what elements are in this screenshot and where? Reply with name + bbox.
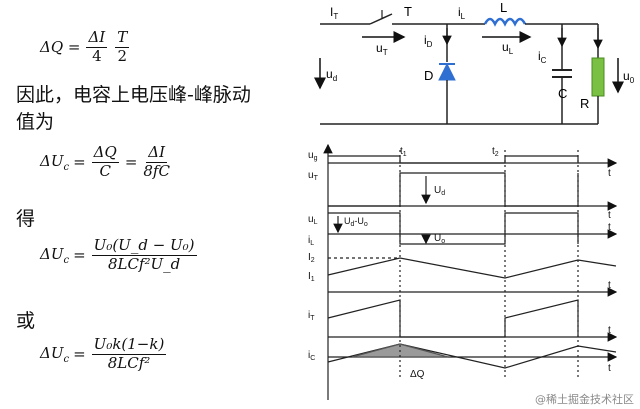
label-d: D	[424, 68, 433, 83]
formula-delta-uc-2: ΔUc = U₀(U_d − U₀) 8LCf²U_d	[40, 236, 199, 273]
label-u0: u0	[623, 69, 635, 85]
label-t-axis: t	[608, 325, 611, 336]
label-ud: ud	[326, 67, 337, 83]
fraction: U₀k(1−k) 8LCf²	[91, 335, 167, 372]
label-i1: I1	[308, 271, 315, 283]
switch-blade	[369, 13, 393, 25]
fraction-numerator: ΔI	[146, 143, 168, 163]
il-wave	[327, 257, 617, 279]
label-ul: uL	[502, 40, 514, 56]
waveform-labels: ug uT uL iL I2 I1 iT iC t1 t2 t t t t t …	[308, 146, 611, 380]
formula-panel: ΔQ = ΔI 4 T 2 因此，电容上电压峰-峰脉动 值为 ΔUc = ΔQ …	[0, 0, 300, 409]
equals-sign: =	[73, 345, 86, 364]
text-line: 值为	[16, 111, 55, 133]
equals-sign: =	[73, 153, 86, 172]
it-wave	[327, 299, 579, 338]
equals-sign: =	[73, 246, 86, 265]
fraction: U₀(U_d − U₀) 8LCf²U_d	[91, 236, 197, 273]
label-ic: iC	[538, 49, 547, 65]
label-c: C	[558, 86, 567, 101]
label-il: iL	[458, 5, 466, 21]
label-ut: uT	[308, 170, 319, 182]
formula-delta-q: ΔQ = ΔI 4 T 2	[40, 28, 131, 65]
label-ul: uL	[308, 214, 318, 226]
text-line: 因此，电容上电压峰-峰脉动	[16, 84, 251, 106]
fraction: T 2	[115, 28, 130, 65]
label-it: IT	[330, 5, 338, 21]
label-i2: I2	[308, 252, 315, 264]
text-line: 得	[16, 208, 36, 230]
fraction-numerator: ΔQ	[91, 143, 119, 163]
fraction-denominator: 2	[117, 46, 128, 65]
formula-delta-uc-3: ΔUc = U₀k(1−k) 8LCf²	[40, 335, 168, 372]
fraction: ΔI 8fC	[143, 143, 170, 180]
label-ud-dim: Ud	[434, 185, 445, 197]
fraction-numerator: U₀k(1−k)	[91, 335, 167, 355]
circuit-and-waveforms: IT T iL L uT uL iD D iC C R ud u0	[308, 0, 635, 400]
fraction-numerator: U₀(U_d − U₀)	[91, 236, 197, 256]
circuit: IT T iL L uT uL iD D iC C R ud u0	[314, 0, 635, 125]
label-ut: uT	[376, 41, 388, 57]
label-t-axis: t	[608, 280, 611, 291]
label-delta-q: ΔQ	[410, 369, 425, 380]
fraction-denominator: 4	[92, 46, 102, 65]
ut-wave	[328, 172, 579, 207]
label-it: iT	[308, 310, 315, 322]
label-t2: t2	[492, 146, 499, 158]
label-t1: t1	[400, 146, 407, 158]
formula-delta-uc-1: ΔUc = ΔQ C = ΔI 8fC	[40, 143, 172, 180]
fraction-denominator: 8LCf²U_d	[107, 254, 181, 273]
label-ic: iC	[308, 350, 315, 362]
label-t-axis: t	[608, 363, 611, 374]
fraction-numerator: T	[115, 28, 130, 48]
label-r: R	[580, 96, 589, 111]
fraction-denominator: C	[99, 161, 111, 180]
label-t-axis: t	[608, 210, 611, 221]
formula-lhs: ΔQ =	[40, 38, 81, 57]
formula-lhs: ΔUc	[40, 244, 70, 266]
label-l: L	[500, 0, 507, 15]
diode	[438, 62, 456, 81]
label-t-axis: t	[608, 222, 611, 233]
watermark: @稀土掘金技术社区	[535, 393, 634, 406]
label-t-axis: t	[608, 168, 611, 179]
inductor	[483, 17, 527, 27]
label-t: T	[404, 4, 412, 19]
diagram-panel: IT T iL L uT uL iD D iC C R ud u0	[300, 0, 640, 409]
ug-wave	[328, 155, 579, 164]
waveforms	[323, 143, 618, 400]
label-uo-dim: Uo	[434, 233, 445, 245]
label-ud-u0-dim: Ud-Uo	[344, 216, 368, 228]
formula-lhs: ΔUc	[40, 343, 70, 365]
fraction: ΔI 4	[86, 28, 108, 65]
formula-lhs: ΔUc	[40, 151, 70, 173]
ul-wave	[328, 212, 579, 245]
equals-sign: =	[124, 153, 138, 172]
label-id: iD	[424, 33, 433, 49]
text-line: 或	[16, 310, 36, 332]
fraction-numerator: ΔI	[86, 28, 108, 48]
fraction-denominator: 8LCf²	[107, 353, 151, 372]
fraction-denominator: 8fC	[143, 161, 170, 180]
fraction: ΔQ C	[91, 143, 119, 180]
label-il: iL	[308, 235, 314, 247]
resistor	[591, 57, 605, 97]
label-ug: ug	[308, 150, 318, 162]
